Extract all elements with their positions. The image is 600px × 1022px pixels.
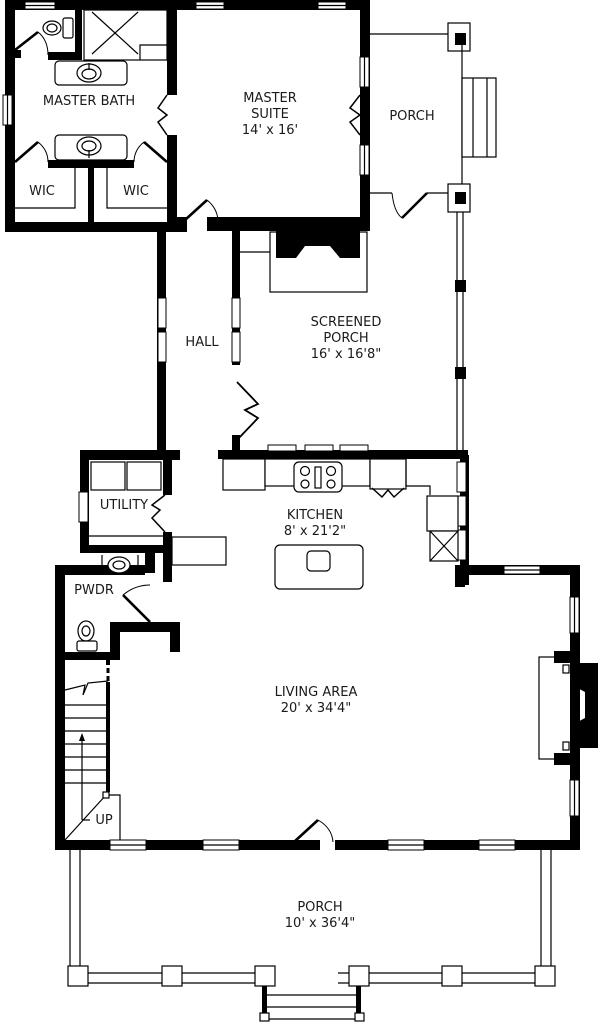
kitchen-island xyxy=(274,544,364,590)
counter xyxy=(222,458,266,491)
bifold-door[interactable] xyxy=(348,94,362,136)
room-label-side-porch: PORCH xyxy=(389,109,435,124)
column xyxy=(161,965,183,987)
sink-icon xyxy=(54,134,128,161)
toilet-icon xyxy=(76,620,98,652)
door[interactable] xyxy=(14,141,49,163)
room-label-master-bath: MASTER BATH xyxy=(42,94,136,109)
bifold-door[interactable] xyxy=(156,94,169,136)
window xyxy=(339,444,369,452)
staircase[interactable] xyxy=(64,660,121,841)
door[interactable] xyxy=(133,141,168,163)
room-label-kitchen: KITCHEN 8' x 21'2" xyxy=(283,508,347,539)
room-label-front-porch: PORCH 10' x 36'4" xyxy=(284,900,356,931)
fireplace-icon xyxy=(240,230,368,293)
room-label-powder: PWDR xyxy=(74,583,114,598)
room-label-wic-left: WIC xyxy=(29,184,55,199)
room-label-hall: HALL xyxy=(185,335,219,350)
window xyxy=(157,331,167,363)
window xyxy=(267,444,297,452)
front-steps[interactable] xyxy=(259,986,365,1022)
range-icon xyxy=(293,461,343,493)
door[interactable] xyxy=(14,30,49,56)
room-label-master-suite: MASTER SUITE 14' x 16' xyxy=(241,91,299,138)
door[interactable] xyxy=(391,192,428,219)
room-label-utility: UTILITY xyxy=(99,498,149,513)
side-porch xyxy=(370,22,497,213)
window xyxy=(456,461,467,493)
front-porch xyxy=(67,850,556,987)
window xyxy=(304,444,334,452)
stairs-up-label: UP xyxy=(95,813,113,828)
master-suite-walls xyxy=(177,0,370,232)
column xyxy=(348,965,370,987)
window xyxy=(231,297,241,329)
sink-icon xyxy=(101,555,139,574)
column xyxy=(254,965,276,987)
column xyxy=(534,965,556,987)
pantry xyxy=(429,530,459,562)
column xyxy=(441,965,463,987)
dryer xyxy=(126,461,162,491)
cabinet-door[interactable] xyxy=(371,487,405,499)
column xyxy=(67,965,89,987)
room-label-screened-porch: SCREENED PORCH 16' x 16'8" xyxy=(310,315,382,362)
front-door[interactable] xyxy=(293,819,334,843)
door[interactable] xyxy=(122,584,151,623)
window xyxy=(231,331,241,363)
counter xyxy=(171,536,227,566)
window xyxy=(157,297,167,329)
fireplace-icon xyxy=(538,651,598,765)
refrigerator xyxy=(426,495,459,532)
window xyxy=(78,491,89,523)
room-label-wic-right: WIC xyxy=(123,184,149,199)
bifold-door[interactable] xyxy=(236,381,260,441)
bifold-door[interactable] xyxy=(150,494,166,533)
toilet-icon xyxy=(42,17,74,39)
washer xyxy=(90,461,126,491)
sink-icon xyxy=(54,60,128,86)
counter xyxy=(369,458,407,490)
shower-icon xyxy=(83,9,168,61)
door[interactable] xyxy=(184,199,219,221)
room-label-living-area: LIVING AREA 20' x 34'4" xyxy=(274,685,358,716)
